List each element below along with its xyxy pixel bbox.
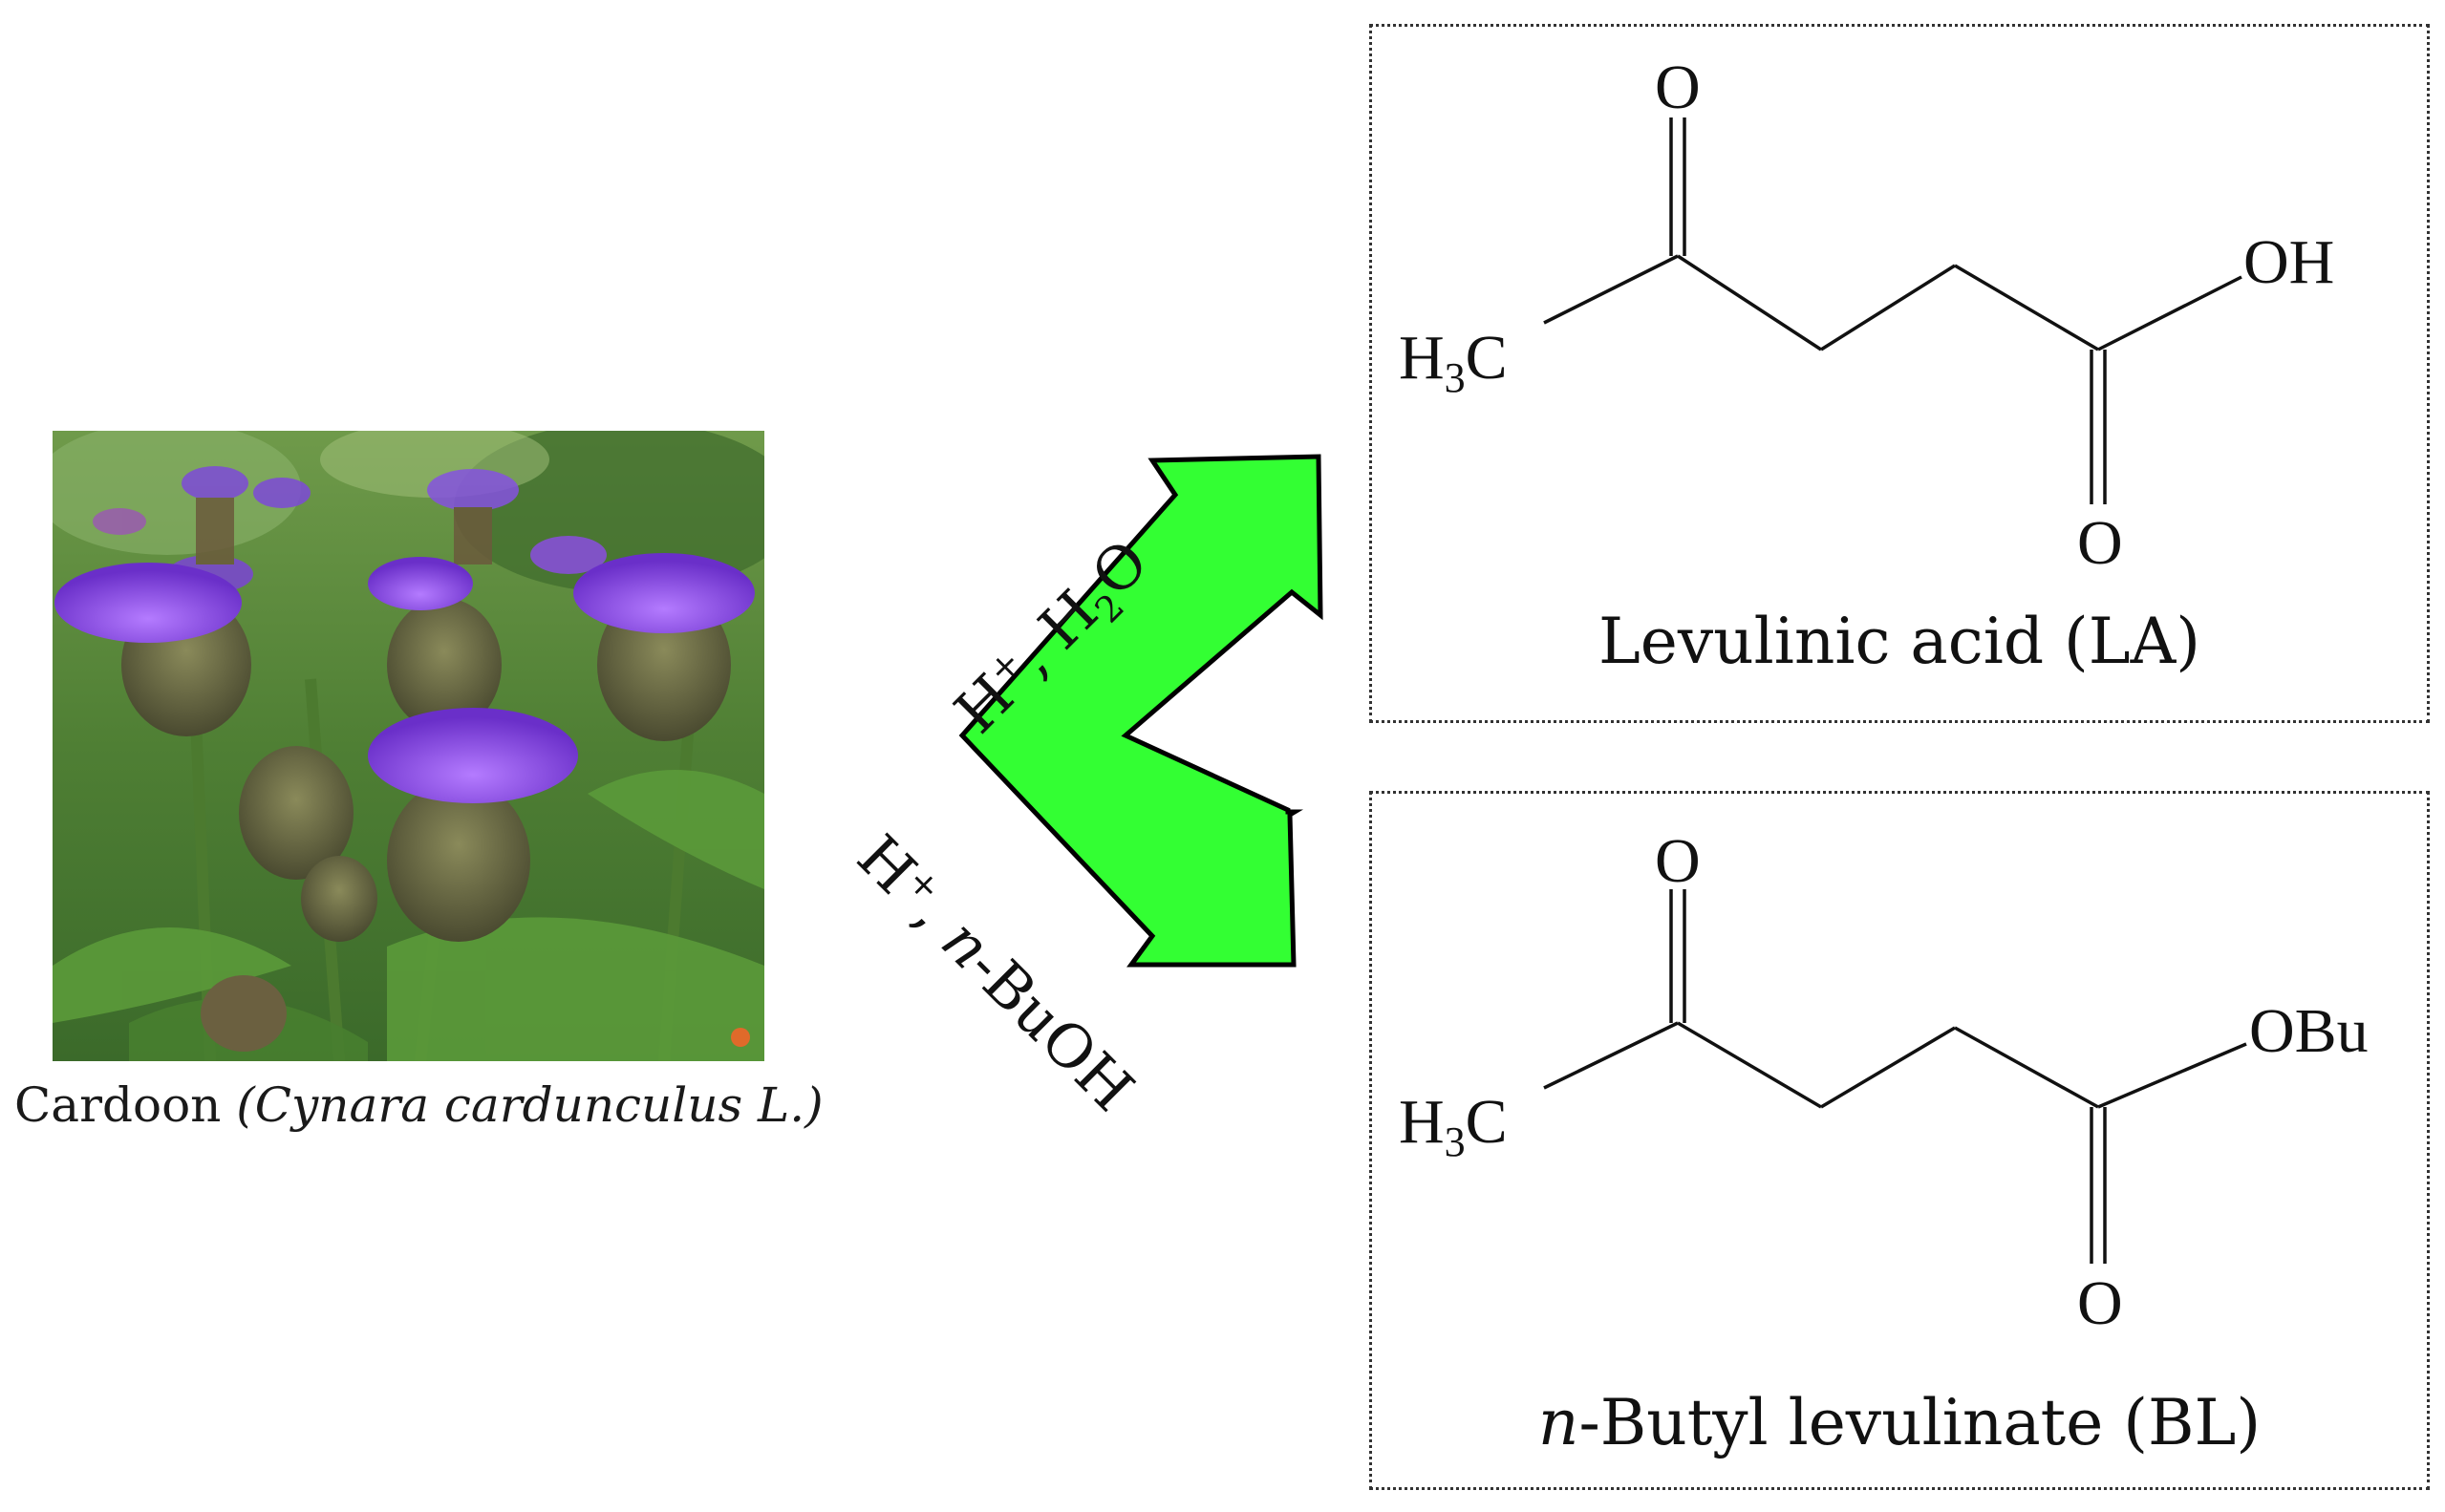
- bl-methyl: H3C: [1399, 1087, 1508, 1165]
- la-oxygen-bottom: O: [2077, 508, 2123, 578]
- bl-oxygen-top: O: [1655, 826, 1701, 896]
- product-box-levulinic-acid: O OH O H3C Levulinic acid (LA): [1369, 24, 2430, 723]
- butyl-levulinate-name: n-Butyl levulinate (BL): [1537, 1386, 2262, 1459]
- butyl-levulinate-structure: O OBu O H3C: [1399, 826, 2369, 1338]
- photo-caption: Cardoon (Cynara cardunculus L.): [14, 1077, 824, 1133]
- la-hydroxyl: OH: [2243, 227, 2334, 297]
- bl-butoxy: OBu: [2249, 996, 2369, 1066]
- product-box-butyl-levulinate: O OBu O H3C n-Butyl levulinate (BL): [1369, 791, 2430, 1490]
- bl-oxygen-bottom: O: [2077, 1268, 2123, 1338]
- levulinic-acid-structure: O OH O H3C: [1399, 53, 2334, 578]
- caption-latin-name: (Cynara cardunculus L.): [236, 1077, 824, 1133]
- la-oxygen-top: O: [1655, 53, 1701, 122]
- caption-common-name: Cardoon: [14, 1077, 222, 1133]
- la-methyl: H3C: [1399, 323, 1508, 401]
- cardoon-photo: [53, 431, 764, 1061]
- arrow-shape: [958, 454, 1323, 968]
- levulinic-acid-name: Levulinic acid (LA): [1598, 605, 2201, 678]
- reaction-double-arrow: [958, 454, 1323, 968]
